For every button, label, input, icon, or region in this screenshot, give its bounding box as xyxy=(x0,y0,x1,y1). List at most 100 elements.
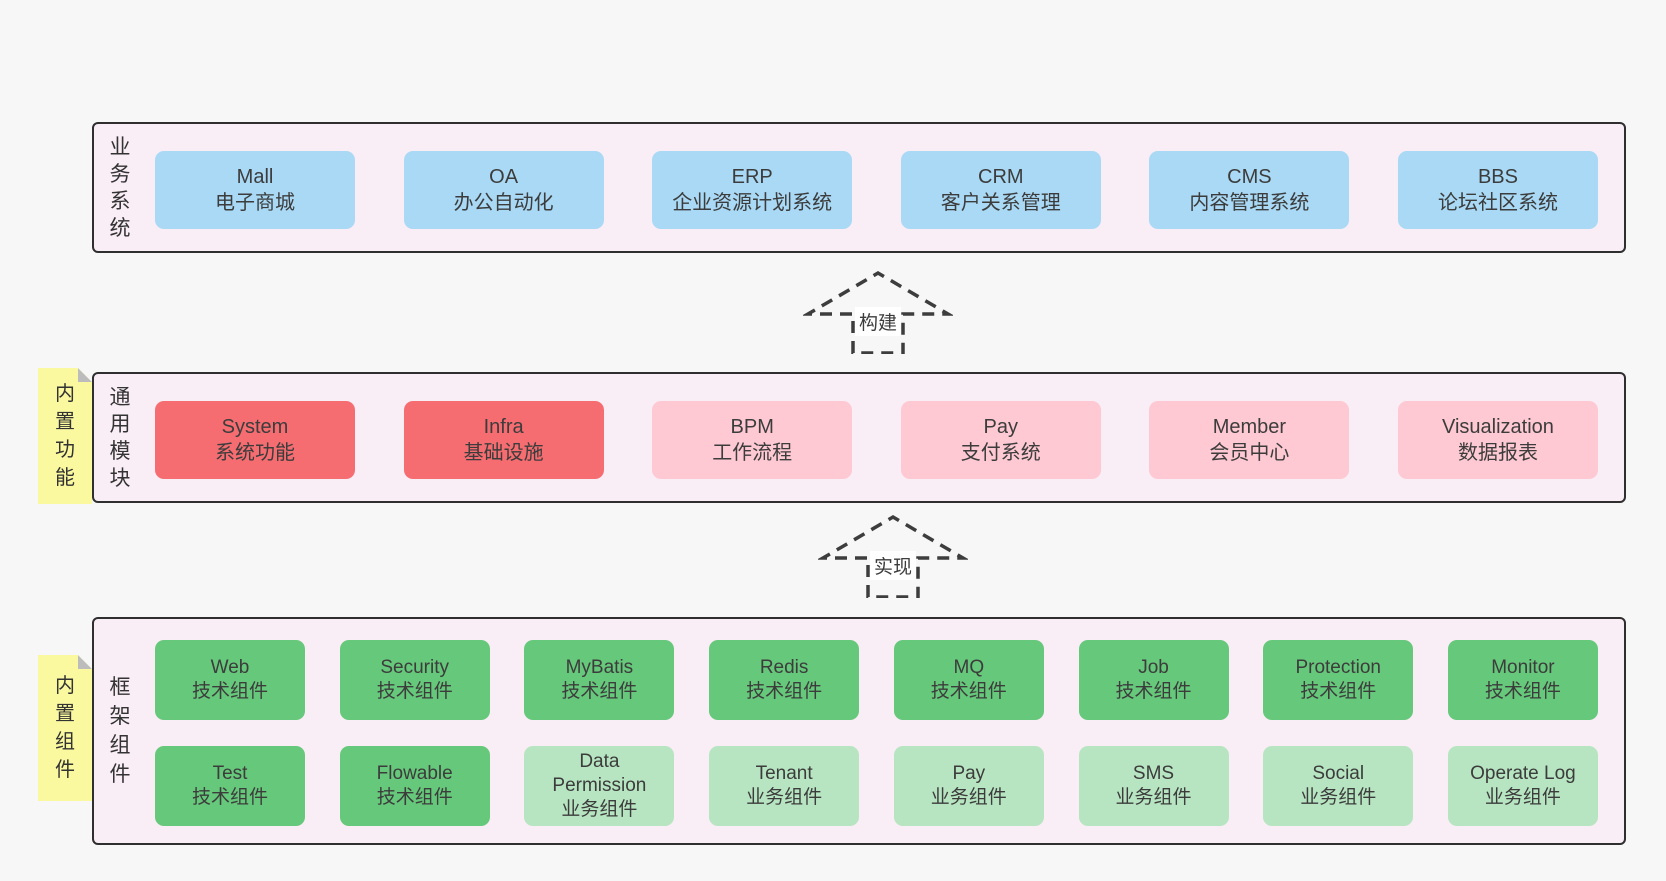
box-bbs: BBS 论坛社区系统 xyxy=(1397,151,1598,229)
box-operate-log: Operate Log 业务组件 xyxy=(1447,746,1598,826)
box-title: BPM xyxy=(730,416,774,438)
box-monitor: Monitor 技术组件 xyxy=(1447,640,1598,720)
box-subtitle: 业务组件 xyxy=(930,787,1007,808)
box-subtitle: 技术组件 xyxy=(376,681,453,702)
box-title: Operate Log xyxy=(1470,763,1576,784)
arrow-implement-label: 实现 xyxy=(869,551,917,580)
box-subtitle: 支付系统 xyxy=(960,442,1041,464)
box-title: ERP xyxy=(731,166,773,188)
band-common-modules-label: 通用模块 xyxy=(109,385,131,490)
box-title: Pay xyxy=(952,763,986,784)
box-title: Infra xyxy=(483,416,524,438)
box-subtitle: 技术组件 xyxy=(1115,681,1192,702)
box-subtitle: 客户关系管理 xyxy=(940,192,1061,214)
box-mq: MQ 技术组件 xyxy=(893,640,1044,720)
box-subtitle: 技术组件 xyxy=(746,681,823,702)
box-redis: Redis 技术组件 xyxy=(709,640,860,720)
box-protection: Protection 技术组件 xyxy=(1263,640,1414,720)
box-subtitle: 技术组件 xyxy=(191,681,268,702)
box-member: Member 会员中心 xyxy=(1149,401,1350,479)
box-subtitle: 会员中心 xyxy=(1209,442,1290,464)
box-subtitle: 业务组件 xyxy=(1300,787,1377,808)
arrow-build-label: 构建 xyxy=(854,307,902,336)
box-subtitle: 工作流程 xyxy=(712,442,793,464)
box-infra: Infra 基础设施 xyxy=(403,401,604,479)
arrow-implement: 实现 xyxy=(818,514,968,598)
framework-components-row-2: Test 技术组件 Flowable 技术组件 Data Permission … xyxy=(155,746,1598,826)
box-title: CMS xyxy=(1227,166,1272,188)
box-erp: ERP 企业资源计划系统 xyxy=(652,151,853,229)
framework-components-row-1: Web 技术组件 Security 技术组件 MyBatis 技术组件 Redi… xyxy=(155,640,1598,720)
common-modules-box-row: System 系统功能 Infra 基础设施 BPM 工作流程 Pay 支付系统… xyxy=(155,401,1598,479)
box-title: MyBatis xyxy=(565,657,634,678)
box-subtitle: 业务组件 xyxy=(1115,787,1192,808)
box-title: Mall xyxy=(236,166,274,188)
box-title: BBS xyxy=(1477,166,1518,188)
band-business-systems: 业务系统 Mall 电子商城 OA 办公自动化 ERP 企业资源计划系统 CRM… xyxy=(92,122,1626,253)
sticky-fold-corner-icon xyxy=(78,655,92,669)
box-subtitle: 技术组件 xyxy=(191,787,268,808)
sticky-built-in-components: 内置组件 xyxy=(38,655,92,801)
box-title: Social xyxy=(1312,763,1365,784)
box-title: System xyxy=(221,416,289,438)
box-title: MQ xyxy=(953,657,985,678)
box-title: Test xyxy=(212,763,248,784)
box-title: Protection xyxy=(1295,657,1381,678)
business-systems-box-row: Mall 电子商城 OA 办公自动化 ERP 企业资源计划系统 CRM 客户关系… xyxy=(155,151,1598,229)
box-title: Pay xyxy=(983,416,1019,438)
box-subtitle: 业务组件 xyxy=(561,799,638,820)
band-business-systems-label: 业务系统 xyxy=(109,135,131,240)
box-subtitle: 内容管理系统 xyxy=(1189,192,1310,214)
box-pay-component: Pay 业务组件 xyxy=(893,746,1044,826)
box-cms: CMS 内容管理系统 xyxy=(1149,151,1350,229)
box-subtitle: 数据报表 xyxy=(1457,442,1538,464)
box-social: Social 业务组件 xyxy=(1263,746,1414,826)
dashed-up-arrow-icon xyxy=(803,270,953,354)
box-crm: CRM 客户关系管理 xyxy=(900,151,1101,229)
box-data-permission: Data Permission 业务组件 xyxy=(524,746,675,826)
box-oa: OA 办公自动化 xyxy=(403,151,604,229)
box-subtitle: 业务组件 xyxy=(1484,787,1561,808)
box-visualization: Visualization 数据报表 xyxy=(1397,401,1598,479)
box-subtitle: 业务组件 xyxy=(746,787,823,808)
sticky-fold-corner-icon xyxy=(78,368,92,382)
sticky-built-in-features: 内置功能 xyxy=(38,368,92,504)
box-tenant: Tenant 业务组件 xyxy=(709,746,860,826)
dashed-up-arrow-icon xyxy=(818,514,968,598)
box-title: Data Permission xyxy=(552,751,647,796)
box-mall: Mall 电子商城 xyxy=(155,151,355,229)
box-subtitle: 电子商城 xyxy=(215,192,295,214)
box-title: Visualization xyxy=(1442,416,1554,438)
box-mybatis: MyBatis 技术组件 xyxy=(524,640,675,720)
box-subtitle: 技术组件 xyxy=(1484,681,1561,702)
box-test: Test 技术组件 xyxy=(155,746,305,826)
box-subtitle: 技术组件 xyxy=(376,787,453,808)
box-subtitle: 技术组件 xyxy=(1300,681,1377,702)
arrow-build: 构建 xyxy=(803,270,953,354)
box-flowable: Flowable 技术组件 xyxy=(339,746,490,826)
sticky-built-in-components-label: 内置组件 xyxy=(55,675,75,781)
box-subtitle: 技术组件 xyxy=(561,681,638,702)
band-framework-components: 框架组件 Web 技术组件 Security 技术组件 MyBatis 技术组件… xyxy=(92,617,1626,845)
box-title: Web xyxy=(210,657,250,678)
box-system: System 系统功能 xyxy=(155,401,355,479)
box-title: Tenant xyxy=(755,763,813,784)
box-title: Flowable xyxy=(376,763,453,784)
box-title: CRM xyxy=(978,166,1024,188)
box-subtitle: 技术组件 xyxy=(930,681,1007,702)
sticky-built-in-features-label: 内置功能 xyxy=(55,383,75,489)
box-title: Security xyxy=(380,657,450,678)
box-title: Job xyxy=(1138,657,1169,678)
box-security: Security 技术组件 xyxy=(339,640,490,720)
box-title: SMS xyxy=(1132,763,1175,784)
box-job: Job 技术组件 xyxy=(1078,640,1229,720)
box-subtitle: 论坛社区系统 xyxy=(1437,192,1558,214)
box-bpm: BPM 工作流程 xyxy=(652,401,853,479)
box-web: Web 技术组件 xyxy=(155,640,305,720)
box-subtitle: 办公自动化 xyxy=(453,192,554,214)
box-title: Monitor xyxy=(1491,657,1555,678)
box-title: Redis xyxy=(759,657,809,678)
band-framework-components-label: 框架组件 xyxy=(109,676,131,786)
band-common-modules: 通用模块 System 系统功能 Infra 基础设施 BPM 工作流程 Pay… xyxy=(92,372,1626,503)
